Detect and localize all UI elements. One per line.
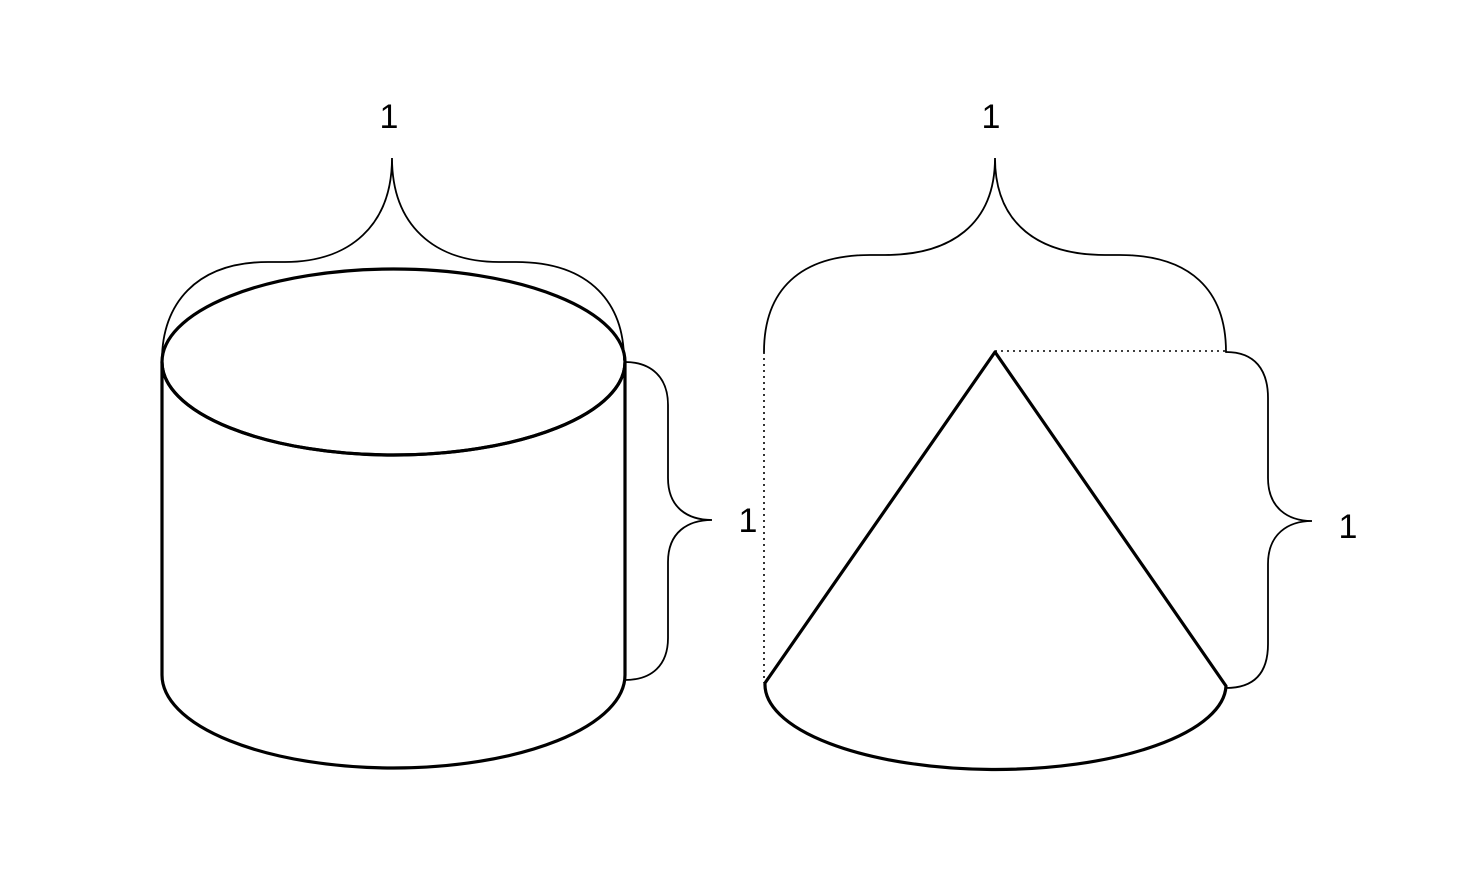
cylinder-diameter-brace: [161, 157, 625, 361]
cylinder-diameter-label: 1: [380, 98, 399, 136]
cone-height-brace: [1225, 351, 1313, 689]
cylinder: 1 1: [160, 98, 758, 770]
cone-diameter-brace: [763, 157, 1227, 353]
cylinder-height-label: 1: [739, 502, 758, 540]
cone-height-label: 1: [1339, 508, 1358, 546]
cylinder-height-brace: [624, 361, 713, 681]
cone: 1 1: [763, 98, 1358, 772]
cylinder-top-face: [160, 267, 627, 457]
cylinder-side: [160, 360, 627, 770]
cone-body: [763, 350, 1228, 772]
cone-diameter-label: 1: [982, 98, 1001, 136]
